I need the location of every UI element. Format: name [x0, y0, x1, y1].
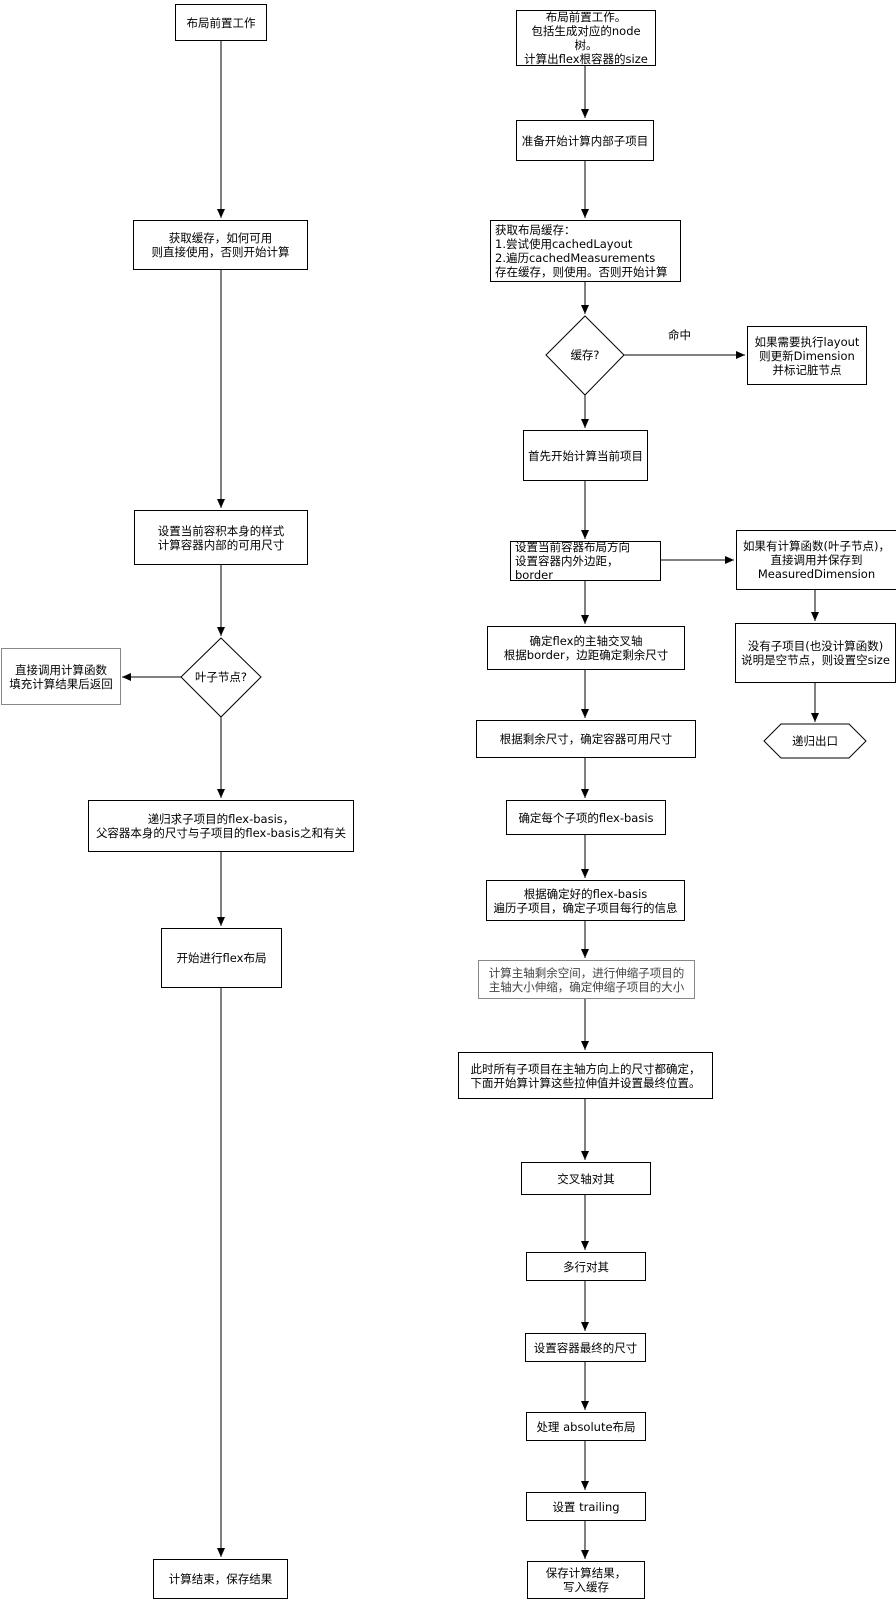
decision-cache-shape [545, 315, 625, 396]
node-save-write-cache: 保存计算结果， 写入缓存 [527, 1561, 645, 1599]
node-available-size: 根据剩余尺寸，确定容器可用尺寸 [476, 720, 696, 758]
node-finish-save-left: 计算结束，保存结果 [153, 1559, 288, 1599]
node-set-direction-padding: 设置当前容器布局方向 设置容器内外边距，border [510, 540, 661, 582]
node-multiline-align: 多行对其 [526, 1252, 646, 1281]
node-absolute-layout: 处理 absolute布局 [526, 1412, 646, 1441]
node-recursion-exit: 递归出口 [792, 734, 838, 748]
node-main-axis-determined: 此时所有子项目在主轴方向上的尺寸都确定， 下面开始算计算这些拉伸值并设置最终位置… [458, 1052, 713, 1099]
node-cross-axis-align: 交叉轴对其 [521, 1162, 651, 1195]
node-final-container-size: 设置容器最终的尺寸 [525, 1333, 646, 1362]
node-set-container-style: 设置当前容积本身的样式 计算容器内部的可用尺寸 [134, 510, 308, 565]
terminal-recursion-exit-shape [763, 723, 867, 759]
node-layout-prework-right: 布局前置工作。 包括生成对应的node树。 计算出flex根容器的size [516, 10, 656, 66]
node-get-layout-cache: 获取布局缓存： 1.尝试使用cachedLayout 2.遍历cachedMea… [490, 220, 681, 282]
node-line-info: 根据确定好的flex-basis 遍历子项目，确定子项目每行的信息 [486, 880, 685, 921]
node-layout-prework-left: 布局前置工作 [175, 4, 267, 41]
node-main-cross-axis: 确定flex的主轴交叉轴 根据border，边距确定剩余尺寸 [487, 626, 685, 670]
node-empty-node-size: 没有子项目(也没计算函数) 说明是空节点，则设置空size [735, 623, 896, 683]
node-each-flex-basis: 确定每个子项的flex-basis [506, 800, 666, 835]
edge-label-hit: 命中 [668, 328, 691, 342]
node-start-flex-layout: 开始进行flex布局 [161, 928, 282, 988]
node-get-cache-left: 获取缓存，如何可用 则直接使用，否则开始计算 [133, 220, 308, 270]
node-call-measure-return: 直接调用计算函数 填充计算结果后返回 [1, 648, 121, 705]
node-measure-func-leaf: 如果有计算函数(叶子节点)， 直接调用并保存到 MeasuredDimensio… [736, 530, 896, 590]
node-leaf-question: 叶子节点? [194, 670, 248, 684]
node-set-trailing: 设置 trailing [526, 1492, 646, 1521]
node-cache-question: 缓存? [570, 348, 600, 362]
node-compute-current-item: 首先开始计算当前项目 [523, 430, 648, 481]
node-flex-resize: 计算主轴剩余空间，进行伸缩子项目的 主轴大小伸缩，确定伸缩子项目的大小 [478, 960, 695, 999]
decision-leaf-shape [180, 637, 262, 718]
node-recursive-flex-basis: 递归求子项目的flex-basis， 父容器本身的尺寸与子项目的flex-bas… [88, 800, 354, 852]
node-prepare-children: 准备开始计算内部子项目 [516, 120, 654, 161]
node-update-dimension: 如果需要执行layout 则更新Dimension 并标记脏节点 [747, 326, 867, 385]
